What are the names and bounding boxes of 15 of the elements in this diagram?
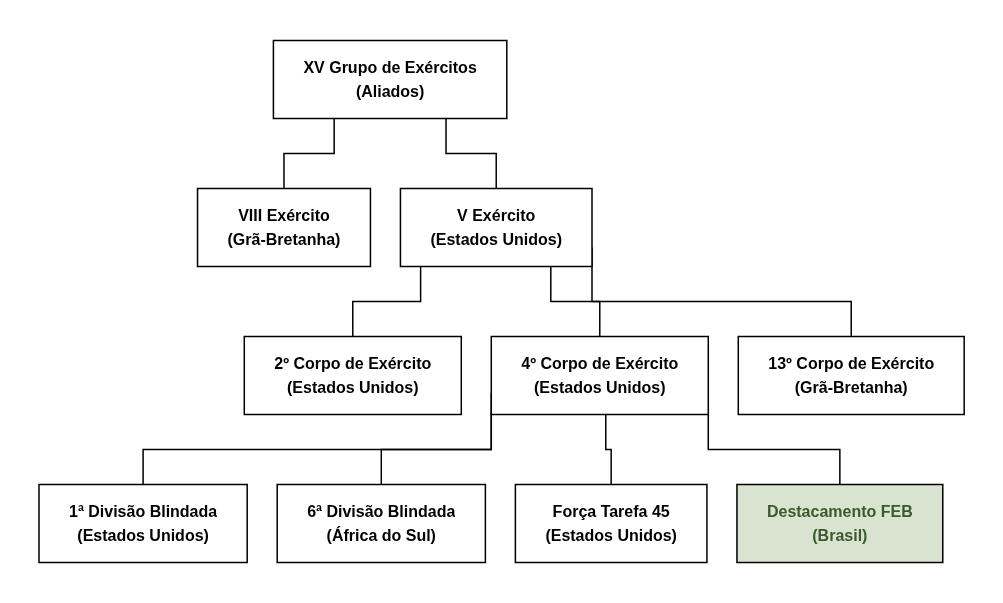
connector xyxy=(351,265,422,338)
connector xyxy=(604,413,612,486)
node-box: 2º Corpo de Exército (Estados Unidos) xyxy=(243,335,462,416)
node-box: XV Grupo de Exércitos (Aliados) xyxy=(272,39,508,120)
node-box: VIII Exército (Grã-Bretanha) xyxy=(196,187,372,268)
node-box: V Exército (Estados Unidos) xyxy=(399,187,593,268)
connector xyxy=(283,117,335,190)
node-box: 4º Corpo de Exército (Estados Unidos) xyxy=(490,335,709,416)
node-box: 13º Corpo de Exército (Grã-Bretanha) xyxy=(737,335,965,416)
connector xyxy=(549,265,601,338)
node-box: Destacamento FEB (Brasil) xyxy=(736,483,944,564)
node-box: Força Tarefa 45 (Estados Unidos) xyxy=(514,483,708,564)
connector xyxy=(445,117,497,190)
node-box: 1ª Divisão Blindada (Estados Unidos) xyxy=(38,483,248,564)
node-box: 6ª Divisão Blindada (África do Sul) xyxy=(276,483,487,564)
